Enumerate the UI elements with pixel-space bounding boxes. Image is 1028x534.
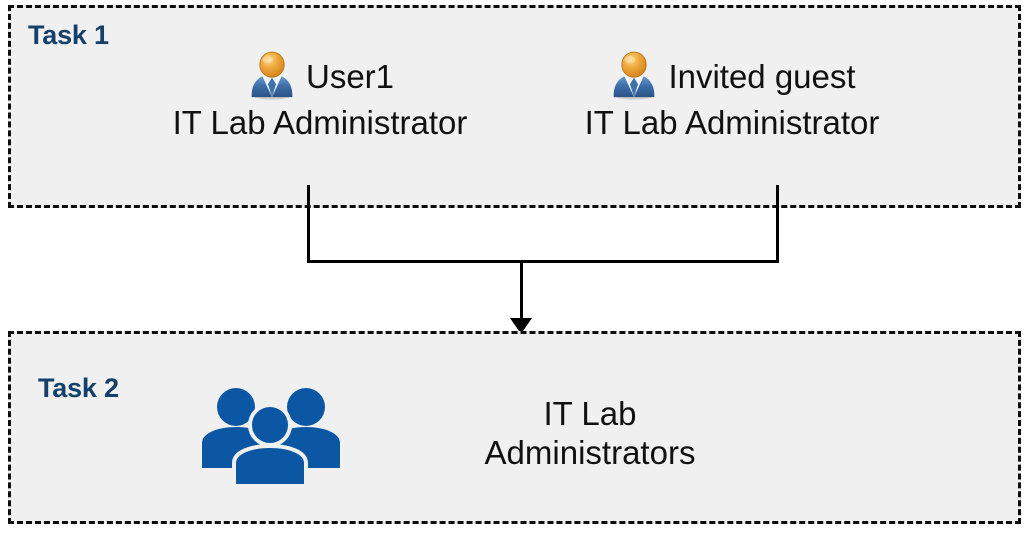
task-1-label: Task 1 — [28, 20, 109, 50]
task-2-container — [8, 331, 1021, 524]
person-user1-role: IT Lab Administrator — [172, 104, 468, 141]
person-user1-name: User1 — [305, 57, 395, 95]
arrow-down-icon — [510, 318, 532, 334]
person-invited-guest-role: IT Lab Administrator — [584, 104, 880, 141]
person-invited-guest-header: Invited guest — [562, 48, 902, 104]
task-2-label: Task 2 — [38, 373, 119, 403]
connector-left-vertical — [307, 185, 310, 263]
user-icon — [608, 50, 660, 102]
person-invited-guest: Invited guest IT Lab Administrator — [562, 48, 902, 141]
group-name-line-1: IT Lab — [543, 395, 637, 433]
task-1-container — [8, 5, 1021, 208]
user-group-icon — [196, 382, 344, 486]
group-name: IT Lab Administrators — [440, 395, 740, 473]
person-user1: User1 IT Lab Administrator — [150, 48, 490, 141]
user-icon — [246, 50, 298, 102]
connector-down-vertical — [520, 260, 523, 322]
connector-horizontal-join — [307, 260, 779, 263]
group-name-line-2: Administrators — [484, 434, 696, 471]
person-user1-header: User1 — [150, 48, 490, 104]
connector-right-vertical — [776, 185, 779, 263]
group-it-lab-administrators: IT Lab Administrators — [196, 382, 836, 486]
person-invited-guest-name: Invited guest — [668, 57, 856, 95]
